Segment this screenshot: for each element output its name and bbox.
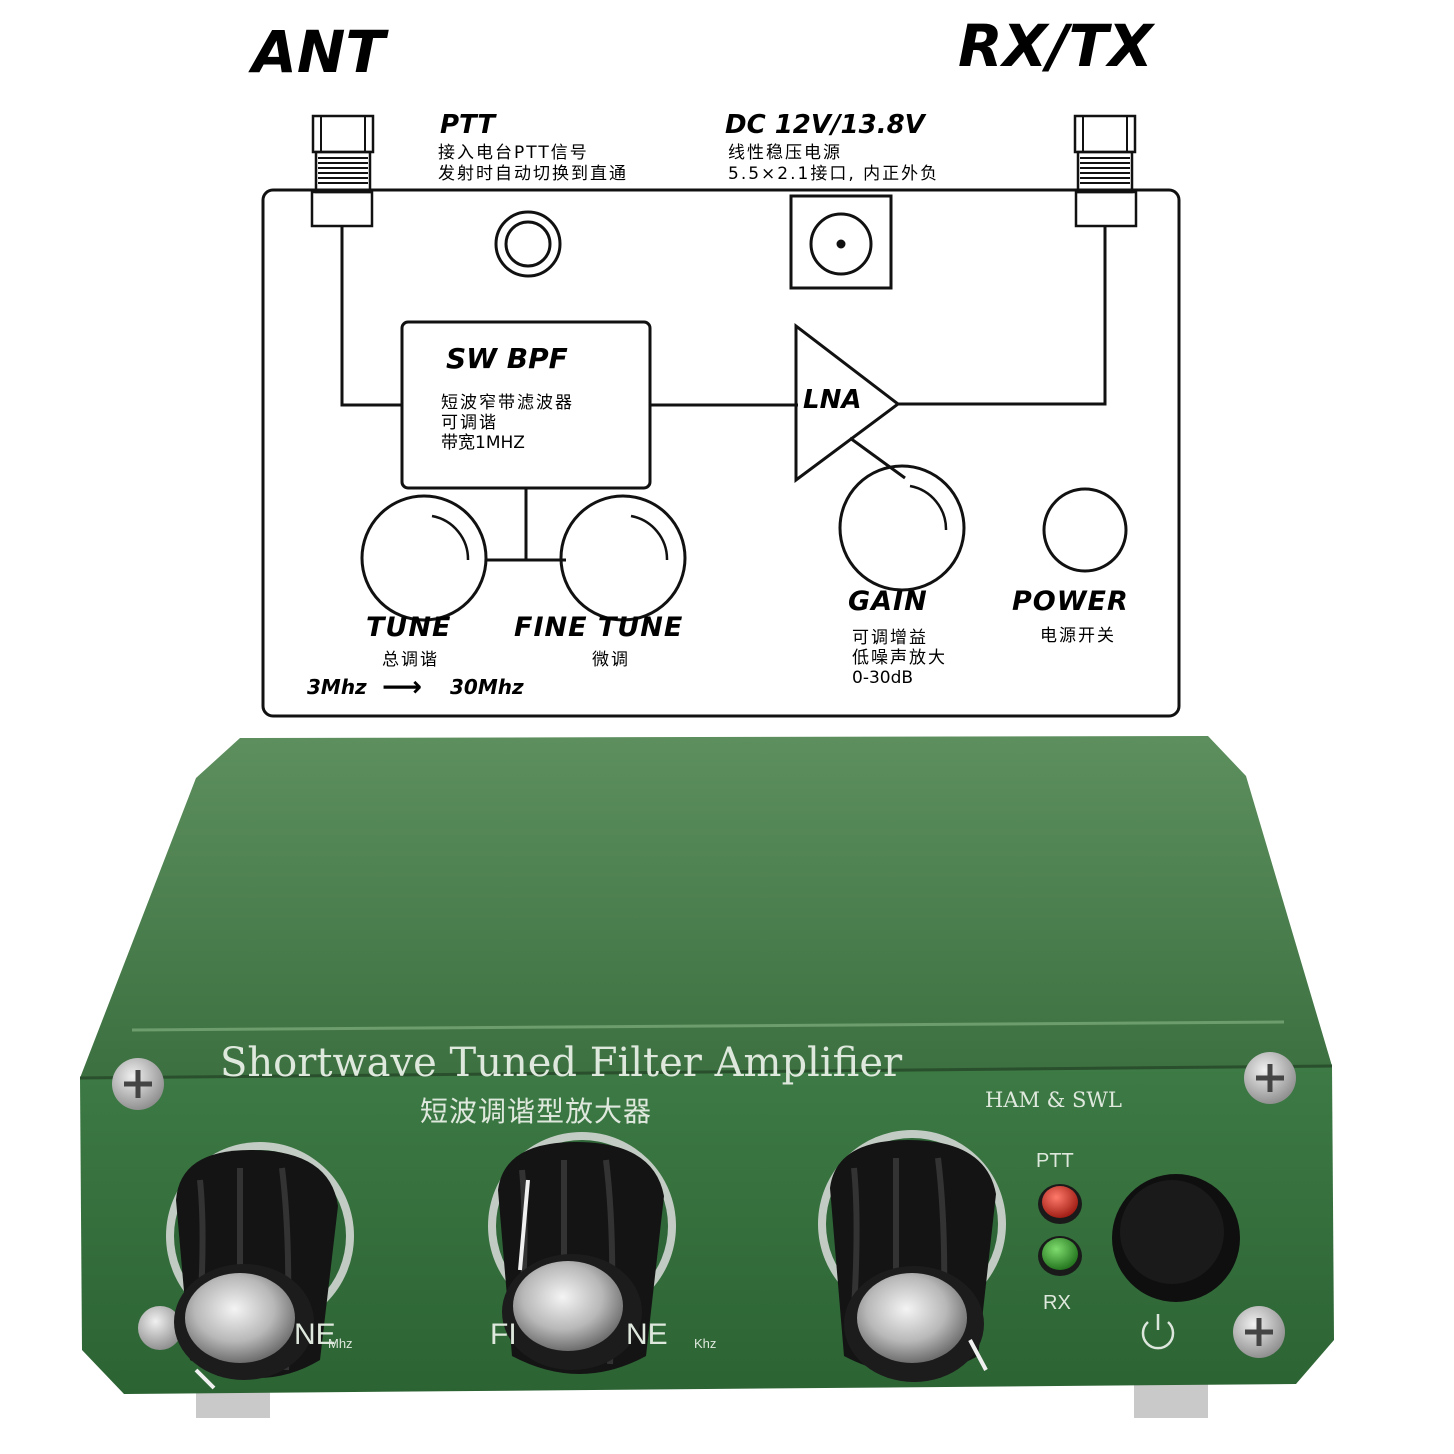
dc-title: DC 12V/13.8V — [725, 110, 925, 140]
tune-title: TUNE — [366, 612, 452, 643]
ptt-desc-1: 接入电台PTT信号 — [438, 143, 589, 163]
range-end: 30Mhz — [450, 675, 524, 699]
screw-icon — [112, 1052, 1296, 1358]
bpf-title: SW BPF — [446, 342, 568, 375]
power-desc: 电源开关 — [1040, 626, 1116, 646]
ant-connector-icon — [310, 114, 375, 228]
tune-unit-label: Mhz — [328, 1336, 353, 1351]
gain-title: GAIN — [848, 586, 928, 617]
ptt-led-icon — [1042, 1186, 1078, 1218]
power-button[interactable] — [1112, 1174, 1240, 1302]
rx-led-label: RX — [1043, 1292, 1071, 1314]
gain-desc-1: 可调增益 — [852, 628, 928, 648]
ptt-led-label: PTT — [1036, 1150, 1074, 1172]
rxtx-label: RX/TX — [958, 12, 1153, 80]
rx-led-icon — [1042, 1238, 1078, 1270]
diagram-lines — [261, 114, 1181, 718]
ptt-desc-2: 发射时自动切换到直通 — [438, 164, 628, 184]
fine-tune-knob-body — [498, 1142, 664, 1374]
tune-panel-label: NE — [294, 1318, 336, 1351]
bpf-desc-2: 可调谐 — [441, 413, 498, 433]
gain-knob[interactable] — [826, 1138, 1002, 1378]
tune-desc: 总调谐 — [382, 650, 439, 670]
device-title: Shortwave Tuned Filter Amplifier — [220, 1040, 903, 1086]
fine-tune-unit-label: Khz — [694, 1336, 717, 1351]
rxtx-connector-icon — [1073, 114, 1138, 228]
fine-tune-title: FINE TUNE — [514, 612, 684, 643]
fine-tune-panel-label-left: FI — [490, 1318, 517, 1351]
device-subtitle-cn: 短波调谐型放大器 — [420, 1095, 653, 1128]
ham-swl-label: HAM & SWL — [985, 1088, 1122, 1112]
power-title: POWER — [1012, 586, 1129, 617]
dc-desc-2: 5.5×2.1接口, 内正外负 — [728, 164, 940, 184]
ptt-title: PTT — [440, 110, 496, 140]
dc-desc-1: 线性稳压电源 — [728, 143, 842, 163]
gain-desc-3: 0-30dB — [852, 668, 914, 688]
bpf-desc-3: 带宽1MHZ — [441, 433, 525, 453]
ant-label: ANT — [252, 18, 385, 86]
gain-knob-body — [830, 1140, 996, 1382]
power-symbol-icon — [1141, 1314, 1175, 1350]
range-start: 3Mhz — [307, 675, 367, 699]
bpf-desc-1: 短波窄带滤波器 — [441, 393, 574, 413]
tune-knob[interactable] — [170, 1146, 346, 1386]
fine-tune-knob[interactable] — [494, 1140, 670, 1380]
tune-knob-body — [174, 1150, 338, 1390]
lna-label: LNA — [803, 385, 862, 415]
fine-tune-desc: 微调 — [592, 650, 630, 670]
range-arrow-icon: ⟶ — [382, 670, 423, 703]
gain-desc-2: 低噪声放大 — [852, 648, 947, 668]
fine-tune-panel-label-right: NE — [626, 1318, 668, 1351]
